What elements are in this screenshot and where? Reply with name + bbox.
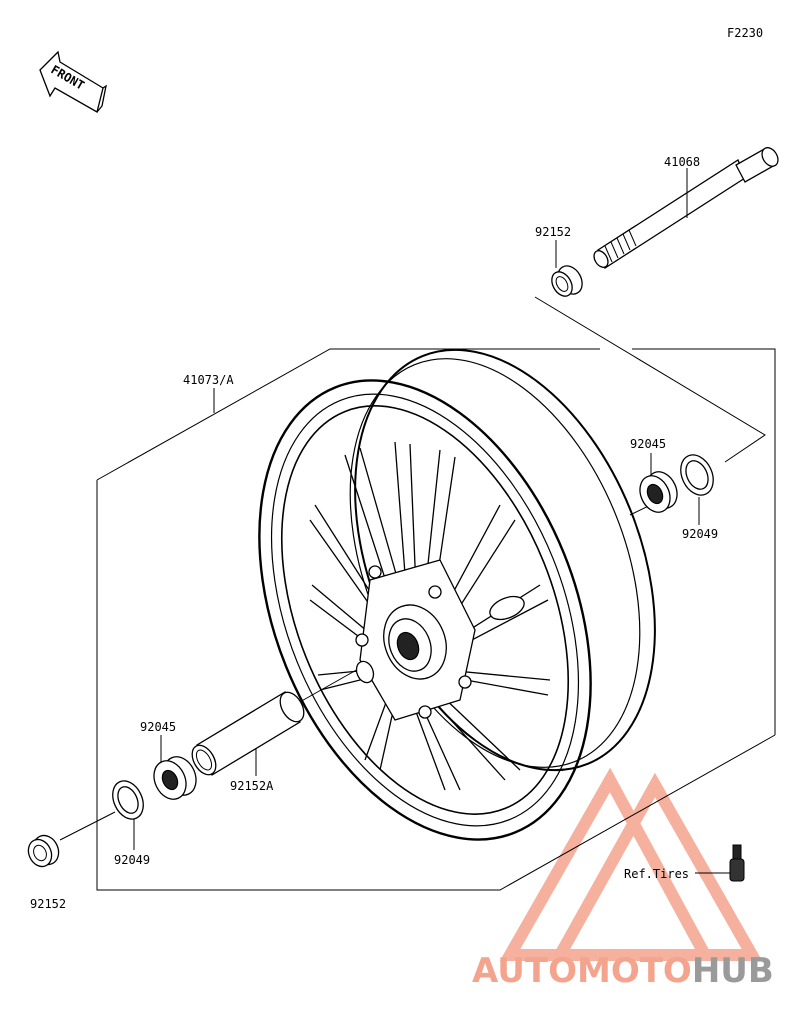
label-bearing-left: 92045 (140, 720, 176, 734)
label-seal-left: 92049 (114, 853, 150, 867)
spacer-tube (191, 691, 305, 776)
label-ref-tires: Ref.Tires (624, 867, 689, 881)
label-wheel: 41073/A (183, 373, 234, 387)
wheel-hub (355, 559, 525, 721)
assembly-boundary (96, 348, 776, 891)
watermark-logo-icon (499, 767, 763, 961)
tire-valve-icon (729, 844, 745, 882)
label-seal-right: 92049 (682, 527, 718, 541)
seal-right (680, 454, 714, 496)
label-collar-top: 92152 (535, 225, 571, 239)
watermark-part-moto: MOTO (577, 951, 692, 991)
collar-top (551, 265, 583, 297)
collar-left (27, 834, 60, 868)
watermark-part-hub: HUB (692, 951, 774, 991)
diagram-code: F2230 (727, 26, 763, 40)
label-collar-left: 92152 (30, 897, 66, 911)
bearing-right (639, 471, 678, 513)
bearing-left (153, 756, 197, 800)
label-bearing-right: 92045 (630, 437, 666, 451)
watermark-part-auto: AUTO (472, 951, 577, 991)
label-spacer: 92152A (230, 779, 274, 793)
watermark-text: AUTOMOTOHUB (472, 951, 774, 991)
front-arrow-icon: FRONT (39, 50, 107, 113)
axle-shaft (593, 147, 779, 269)
seal-left (112, 780, 144, 820)
label-axle: 41068 (664, 155, 700, 169)
